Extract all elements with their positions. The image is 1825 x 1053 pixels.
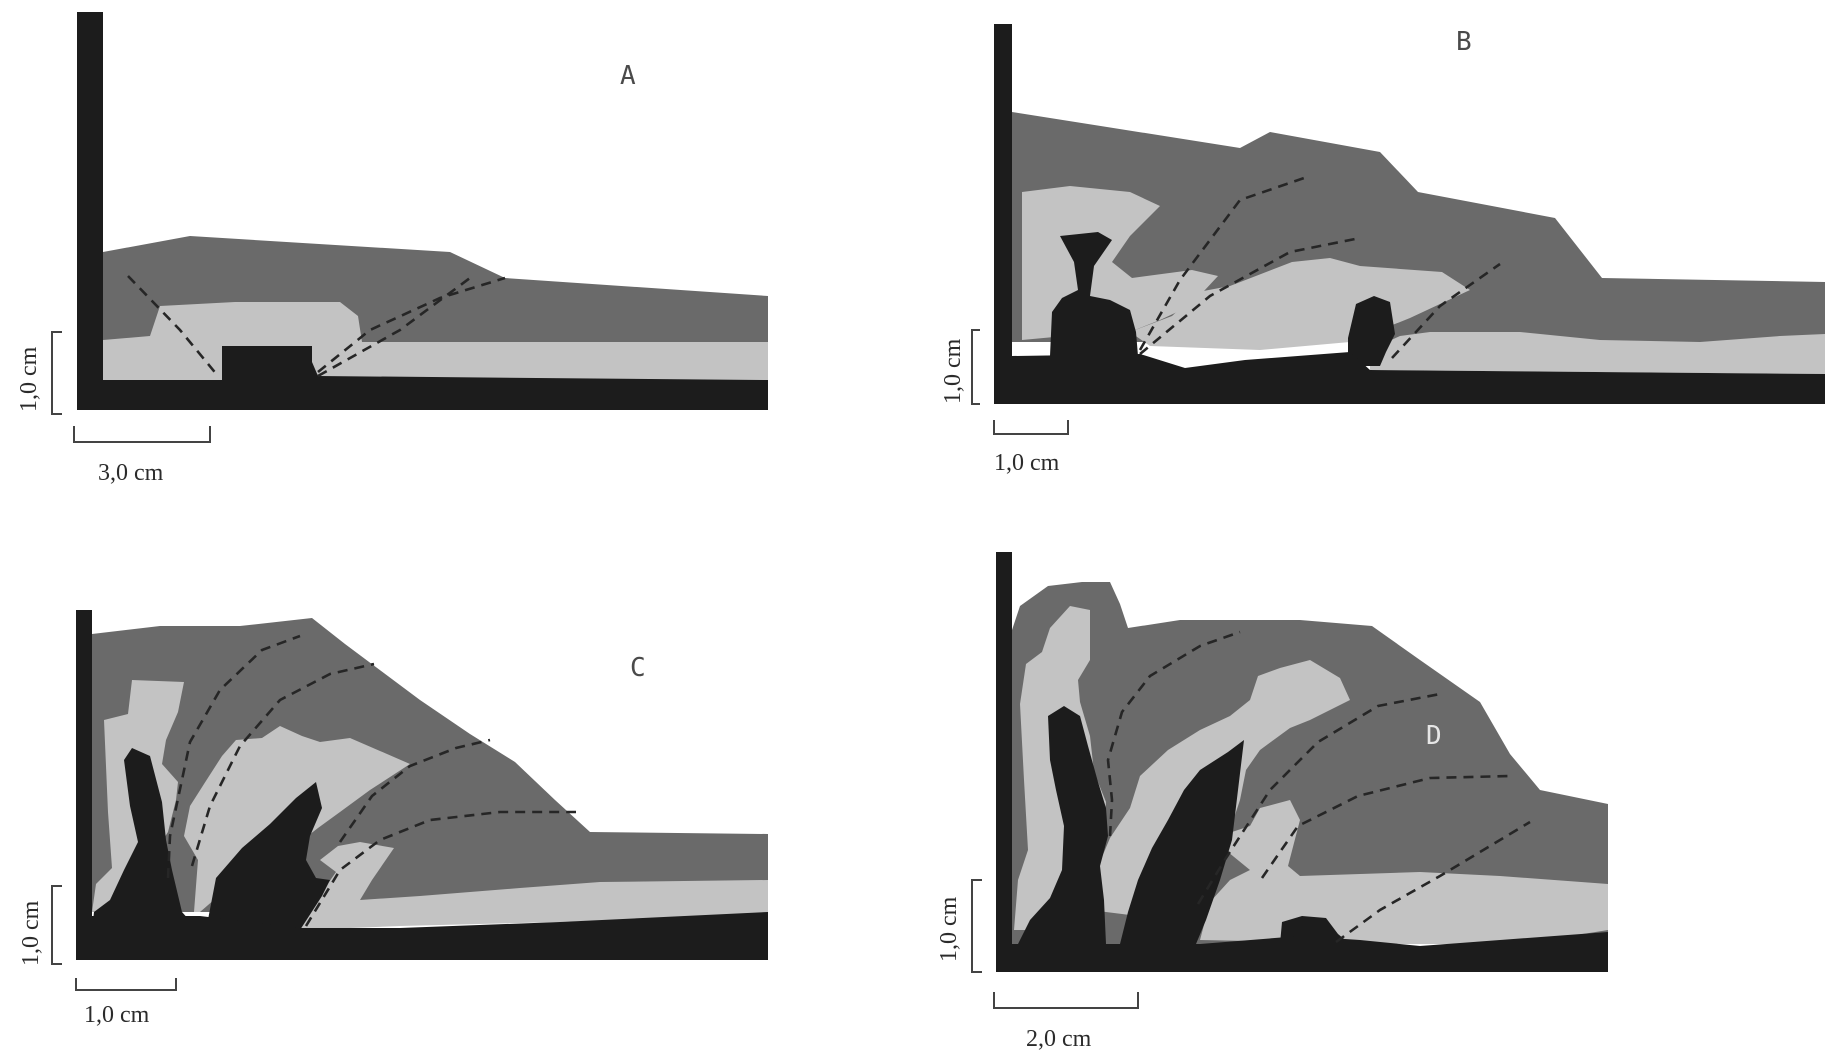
panel-d-vertical-scale-text: 1,0 cm (936, 896, 962, 962)
panel-a-label: A (620, 61, 636, 91)
panel-c-vertical-scale-text: 1,0 cm (18, 900, 44, 966)
panel-d-horizontal-scale-text: 2,0 cm (1026, 1026, 1092, 1052)
panel-b-horizontal-scale-text: 1,0 cm (994, 450, 1060, 476)
panel-c-horizontal-scale-text: 1,0 cm (84, 1002, 150, 1028)
panel-d-backstop (996, 552, 1012, 972)
panel-c-backstop (76, 610, 92, 960)
panel-b-backstop (994, 24, 1012, 404)
panel-a-horizontal-scale-text: 3,0 cm (98, 460, 164, 486)
panel-a-backstop (77, 12, 103, 410)
panel-b-label: B (1456, 27, 1472, 57)
panel-d-label: D (1426, 721, 1442, 751)
panel-c-label: C (630, 653, 646, 683)
panel-b-vertical-scale-text: 1,0 cm (940, 338, 966, 404)
panel-a-vertical-scale-text: 1,0 cm (16, 346, 42, 412)
